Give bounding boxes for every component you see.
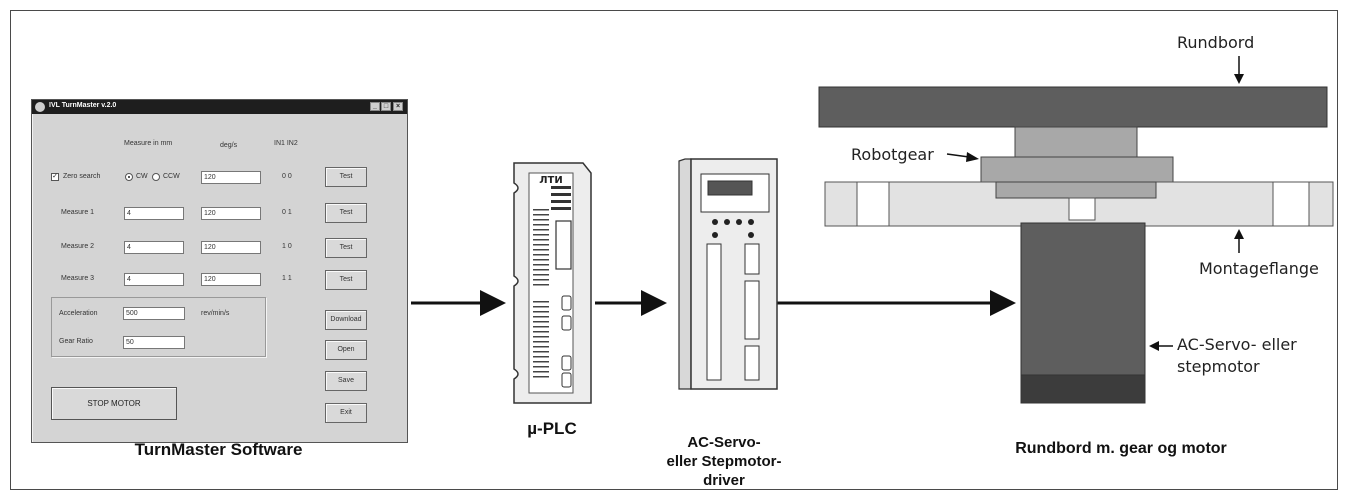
measure-1-label: Measure 1 [61,209,95,216]
plc-module [513,162,592,404]
servo-motor-end-cap [1020,374,1146,404]
acceleration-field[interactable]: 500 [123,307,185,320]
software-caption: TurnMaster Software [134,440,303,459]
measure-2-test-button[interactable]: Test [325,238,367,258]
measure-2-label: Measure 2 [61,243,95,250]
table-caption: Rundbord m. gear og motor [1015,440,1227,457]
servo-motor-body [1020,222,1146,376]
header-measure: Measure in mm [124,140,173,147]
measure-3-speed-field[interactable]: 120 [201,273,261,286]
montageflange-callout-arrow [1234,229,1244,253]
header-speed: deg/s [220,142,238,149]
plc-brand-label: ЛТИ [539,175,563,186]
ccw-label: CCW [163,173,180,180]
motor-label-line-2: stepmotor [1177,357,1260,376]
header-io: IN1 IN2 [274,140,298,147]
arrow-software-to-plc [411,290,506,316]
rundbord-label: Rundbord [1177,33,1255,52]
zero-search-io: 0 0 [282,173,292,180]
gear-upper-block [1014,126,1138,158]
measure-3-test-button[interactable]: Test [325,270,367,290]
stop-motor-button[interactable]: STOP MOTOR [51,387,177,420]
cw-radio[interactable] [125,173,133,181]
zero-search-label: Zero search [63,173,101,180]
acceleration-unit: rev/min/s [201,310,230,317]
driver-caption: AC-Servo- eller Stepmotor- driver [629,433,819,489]
turnmaster-window: IVL TurnMaster v.2.0 _ □ × Measure in mm… [31,99,408,443]
acceleration-label: Acceleration [59,310,98,317]
cw-label: CW [136,173,148,180]
save-button[interactable]: Save [325,371,367,391]
gear-ratio-label: Gear Ratio [59,338,93,345]
flange-hole-left [856,181,890,227]
zero-search-test-button[interactable]: Test [325,167,367,187]
driver-caption-line-2: eller Stepmotor- [666,453,782,470]
robotgear-callout-arrow [946,152,979,162]
plc-caption: µ-PLC [527,419,577,438]
window-title-bar: IVL TurnMaster v.2.0 _ □ × [32,100,407,114]
measure-2-io: 1 0 [282,243,292,250]
robotgear-label: Robotgear [851,145,934,164]
exit-button[interactable]: Exit [325,403,367,423]
motor-label-line-1: AC-Servo- eller [1177,335,1297,354]
measure-3-io: 1 1 [282,275,292,282]
measure-1-speed-field[interactable]: 120 [201,207,261,220]
measure-1-io: 0 1 [282,209,292,216]
gear-base [995,181,1157,199]
close-button[interactable]: × [393,102,403,111]
driver-caption-line-1: AC-Servo- [687,434,761,451]
measure-3-field[interactable]: 4 [124,273,184,286]
zero-search-speed-field[interactable]: 120 [201,171,261,184]
rotary-table-assembly [818,86,1334,404]
motor-callout-arrow [1149,341,1173,351]
measure-2-speed-field[interactable]: 120 [201,241,261,254]
system-diagram-drawing: ЛТИ [411,56,1334,404]
open-button[interactable]: Open [325,340,367,360]
measure-2-field[interactable]: 4 [124,241,184,254]
measure-1-test-button[interactable]: Test [325,203,367,223]
measure-3-label: Measure 3 [61,275,95,282]
rotary-table-plate [818,86,1328,128]
arrow-driver-to-motor [777,290,1016,316]
rundbord-callout-arrow [1234,56,1244,84]
servo-driver-unit [678,158,778,390]
diagram-frame: IVL TurnMaster v.2.0 _ □ × Measure in mm… [10,10,1338,490]
zero-search-checkbox[interactable]: ✓ [51,173,59,181]
minimize-button[interactable]: _ [370,102,380,111]
maximize-button[interactable]: □ [381,102,391,111]
arrow-plc-to-driver [595,290,667,316]
motor-shaft [1068,197,1096,221]
motion-settings-group [51,297,266,357]
measure-1-field[interactable]: 4 [124,207,184,220]
download-button[interactable]: Download [325,310,367,330]
flange-hole-right [1272,181,1310,227]
window-title: IVL TurnMaster v.2.0 [49,102,117,109]
app-icon [35,102,45,112]
driver-caption-line-3: driver [703,472,745,489]
ccw-radio[interactable] [152,173,160,181]
gear-ratio-field[interactable]: 50 [123,336,185,349]
montageflange-label: Montageflange [1199,259,1319,278]
